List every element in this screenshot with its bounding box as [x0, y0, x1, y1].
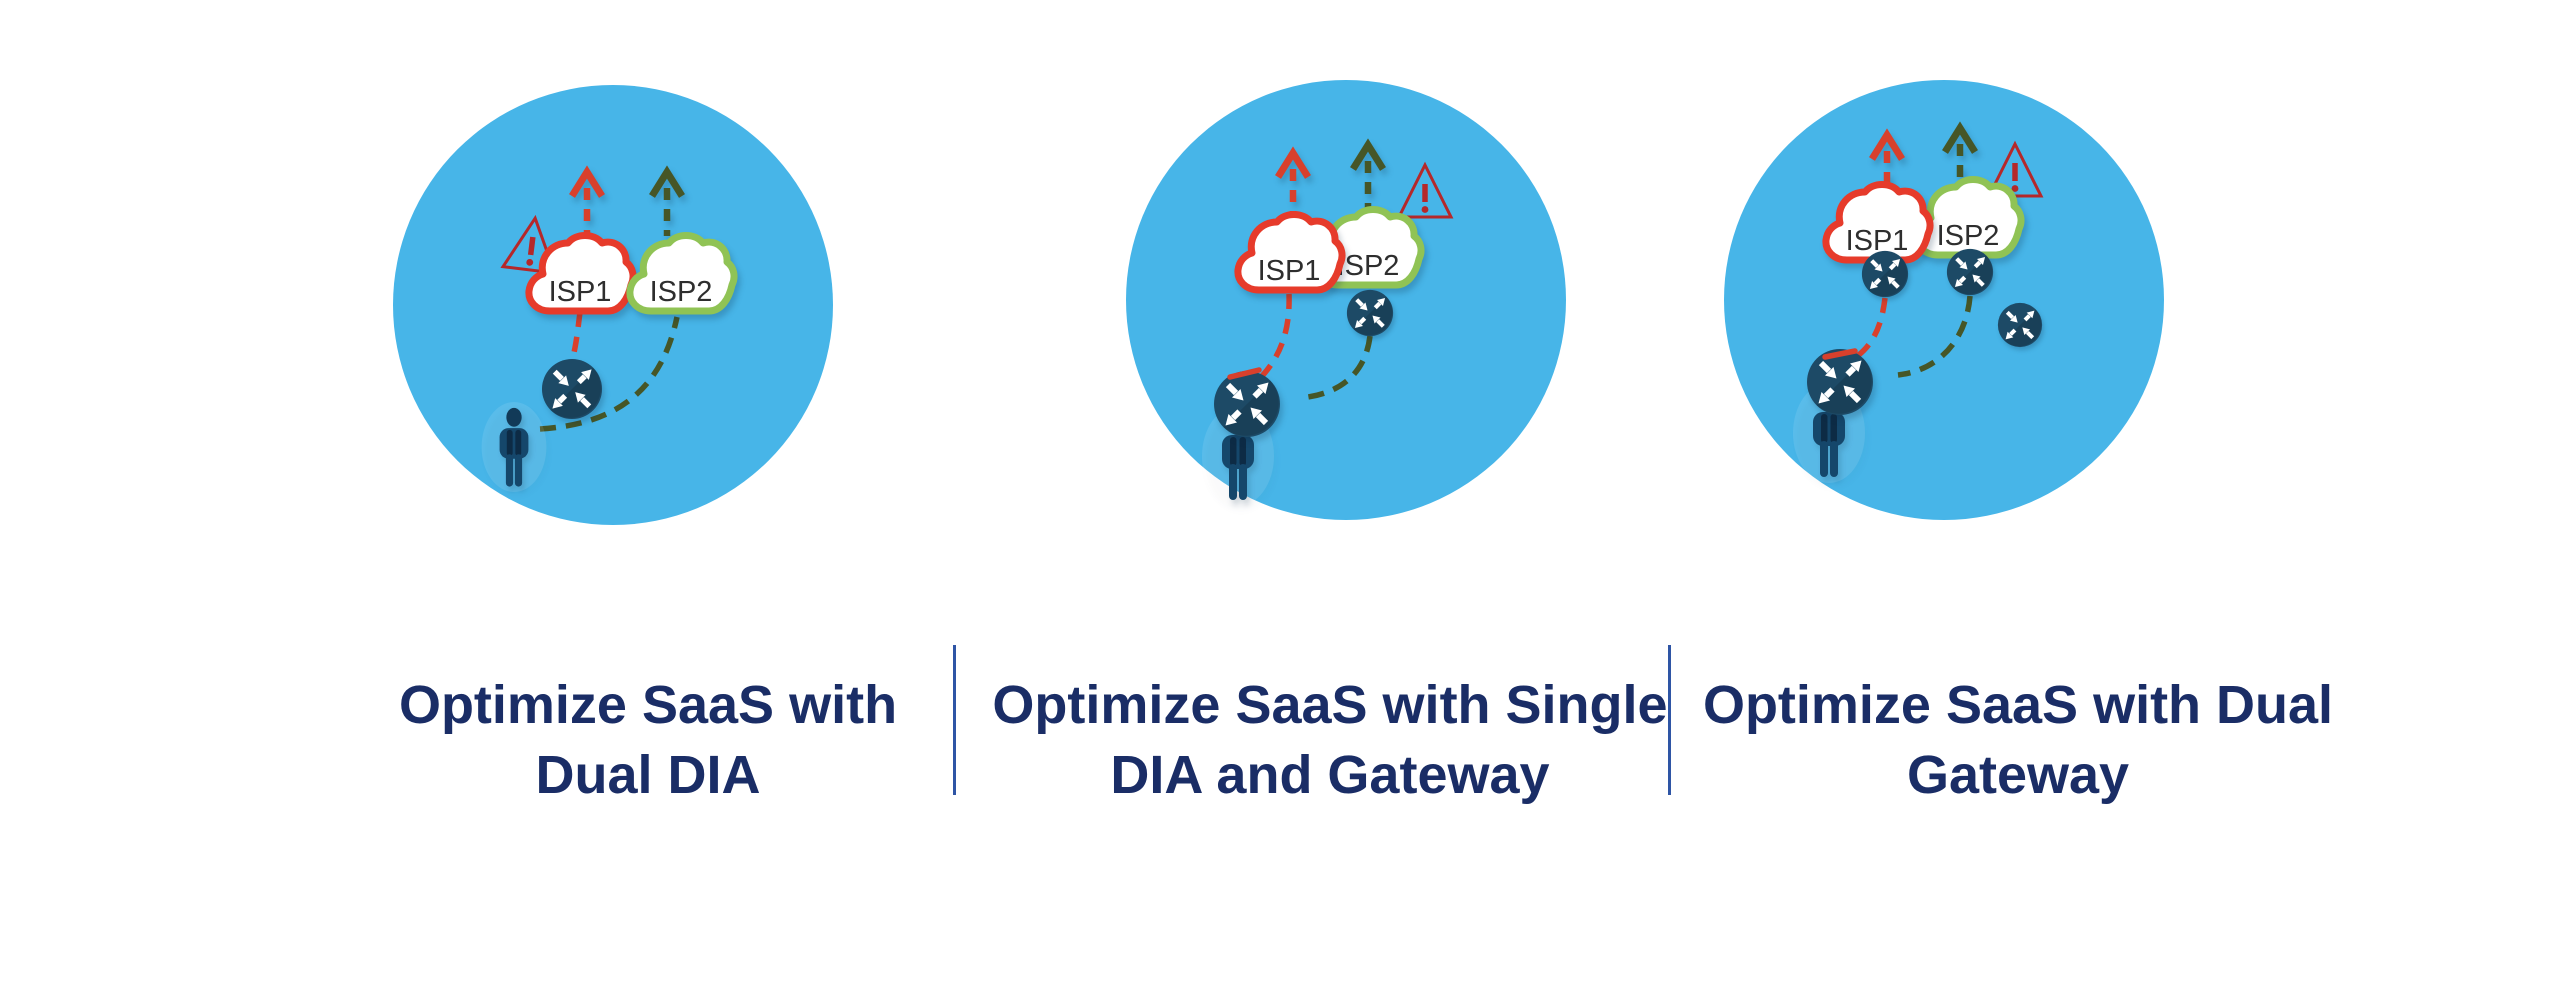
caption-dual-dia: Optimize SaaS with Dual DIA	[399, 670, 897, 810]
isp1-cloud-label: ISP1	[549, 276, 612, 308]
isp2-cloud-label: ISP2	[1937, 220, 2000, 252]
caption-line: Gateway	[1906, 745, 2130, 805]
gateway2-router-icon	[1947, 249, 1993, 295]
caption-line: Dual DIA	[535, 745, 761, 805]
gateway-router-icon	[1347, 290, 1393, 336]
dia-path-red	[570, 311, 583, 358]
isp2-cloud: ISP2	[630, 236, 734, 312]
gateway-path-green	[1299, 335, 1373, 401]
isp2-cloud: ISP2	[1317, 210, 1421, 286]
dia-path-red	[1854, 297, 1888, 360]
gateway-path-green	[539, 316, 680, 432]
caption-line: Optimize SaaS with	[398, 675, 898, 735]
person-icon	[481, 402, 547, 492]
caption-divider	[953, 645, 956, 795]
dia-path-red-tick	[1822, 348, 1858, 360]
isp2-cloud: ISP2	[1917, 180, 2021, 256]
blue-circle-background	[1126, 80, 1566, 520]
single-dia-gateway-illustration: ISP2 ISP1	[1126, 80, 1566, 520]
dia-path-red	[1259, 293, 1292, 378]
caption-line: DIA and Gateway	[1110, 745, 1550, 805]
edge-router-icon	[1214, 371, 1280, 437]
isp1-cloud: ISP1	[1826, 185, 1930, 261]
isp1-cloud: ISP1	[529, 236, 633, 312]
gateway-path-green	[1897, 295, 1973, 378]
dia-path-red-tick	[1227, 367, 1262, 380]
caption-line: Optimize SaaS with Single	[992, 675, 1668, 735]
caption-line: Optimize SaaS with Dual	[1702, 675, 2334, 735]
caption-dual-gateway: Optimize SaaS with Dual Gateway	[1703, 670, 2333, 810]
caption-single-dia-gateway: Optimize SaaS with Single DIA and Gatewa…	[992, 670, 1667, 810]
edge-router-icon	[1807, 349, 1873, 415]
isp2-cloud-label: ISP2	[650, 276, 713, 308]
isp1-cloud-label: ISP1	[1846, 225, 1909, 257]
gateway1-router-icon	[1862, 251, 1908, 297]
isp1-cloud-label: ISP1	[1258, 255, 1321, 287]
isp1-cloud: ISP1	[1238, 215, 1342, 291]
router-icon	[542, 359, 602, 419]
dual-dia-illustration: ISP1 ISP2	[393, 85, 833, 525]
blue-circle-background	[1724, 80, 2164, 520]
extra-router-icon	[1998, 303, 2042, 347]
caption-divider	[1668, 645, 1671, 795]
isp2-cloud-label: ISP2	[1337, 250, 1400, 282]
dual-gateway-illustration: ISP2 ISP1	[1724, 80, 2164, 520]
